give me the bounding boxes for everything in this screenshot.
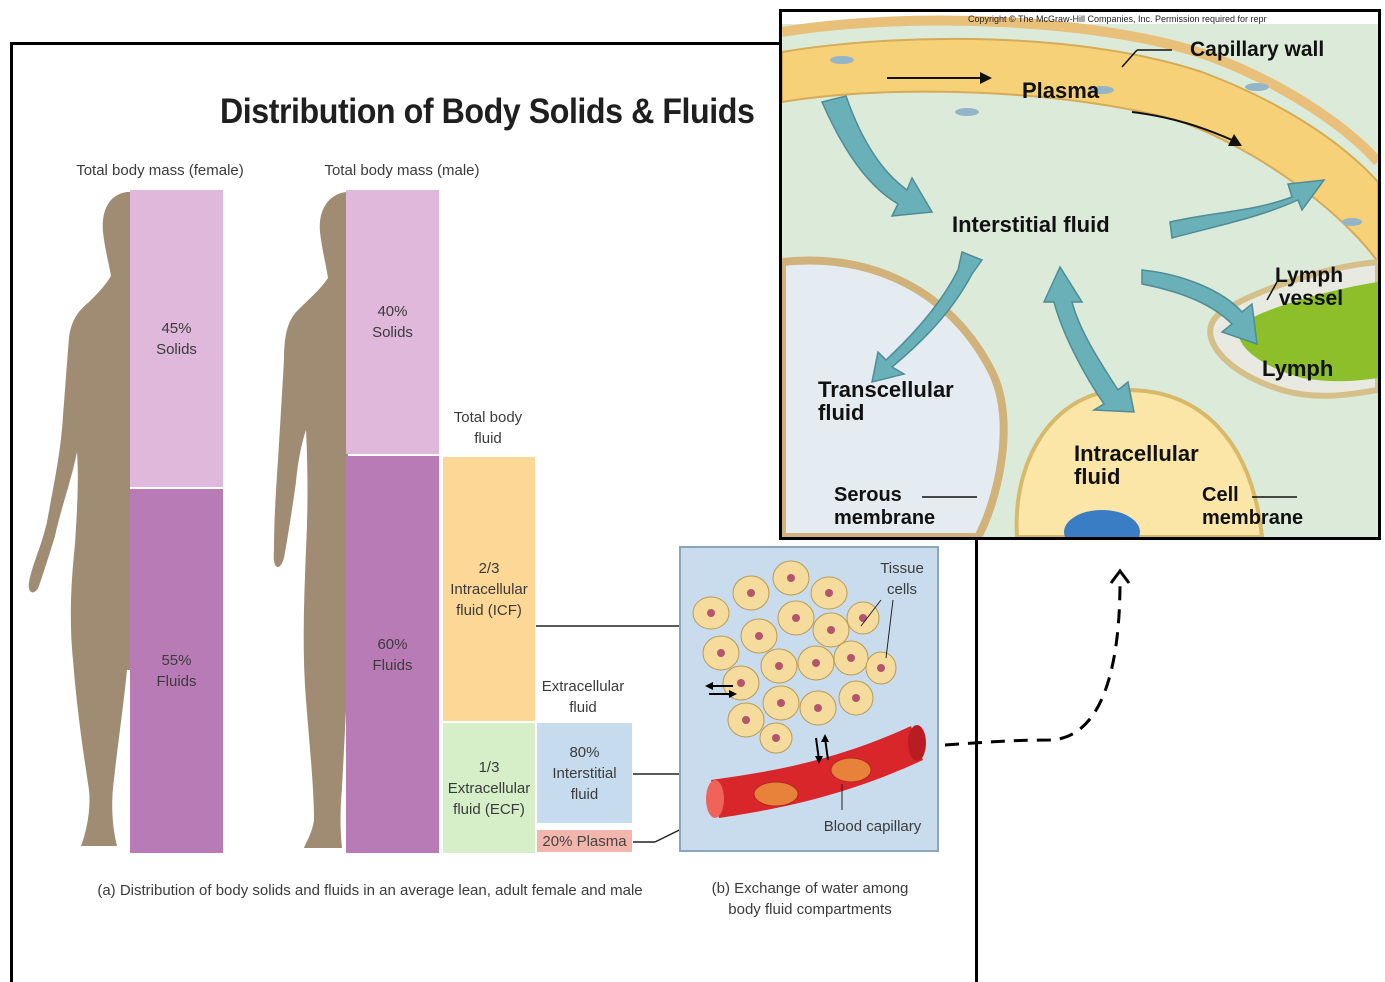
inset-cell-membrane-line2: membrane — [1202, 507, 1303, 530]
inset-cell-membrane-line1: Cell — [1202, 484, 1303, 507]
inset-plasma-label: Plasma — [1022, 78, 1099, 104]
inset-serous-line1: Serous — [834, 484, 935, 507]
inset-serous-line2: membrane — [834, 507, 935, 530]
inset-cell-membrane-label: Cell membrane — [1202, 484, 1303, 530]
inset-lymph-vessel-line1: Lymph — [1275, 264, 1343, 287]
inset-lymph-vessel-label: Lymph vessel — [1275, 264, 1343, 310]
inset-interstitial-label: Interstitial fluid — [952, 212, 1110, 238]
inset-intracellular-label: Intracellular fluid — [1074, 442, 1199, 488]
inset-capillary-wall-label: Capillary wall — [1190, 38, 1324, 62]
inset-compartment-diagram: Copyright © The McGraw-Hill Companies, I… — [779, 9, 1381, 540]
inset-intracellular-line1: Intracellular — [1074, 442, 1199, 465]
inset-lymph-vessel-line2: vessel — [1275, 287, 1343, 310]
inset-intracellular-line2: fluid — [1074, 465, 1199, 488]
inset-transcellular-line2: fluid — [818, 401, 954, 424]
inset-lymph-label: Lymph — [1262, 356, 1333, 382]
inset-serous-membrane-label: Serous membrane — [834, 484, 935, 530]
inset-transcellular-label: Transcellular fluid — [818, 378, 954, 424]
inset-copyright: Copyright © The McGraw-Hill Companies, I… — [968, 14, 1267, 24]
inset-transcellular-line1: Transcellular — [818, 378, 954, 401]
